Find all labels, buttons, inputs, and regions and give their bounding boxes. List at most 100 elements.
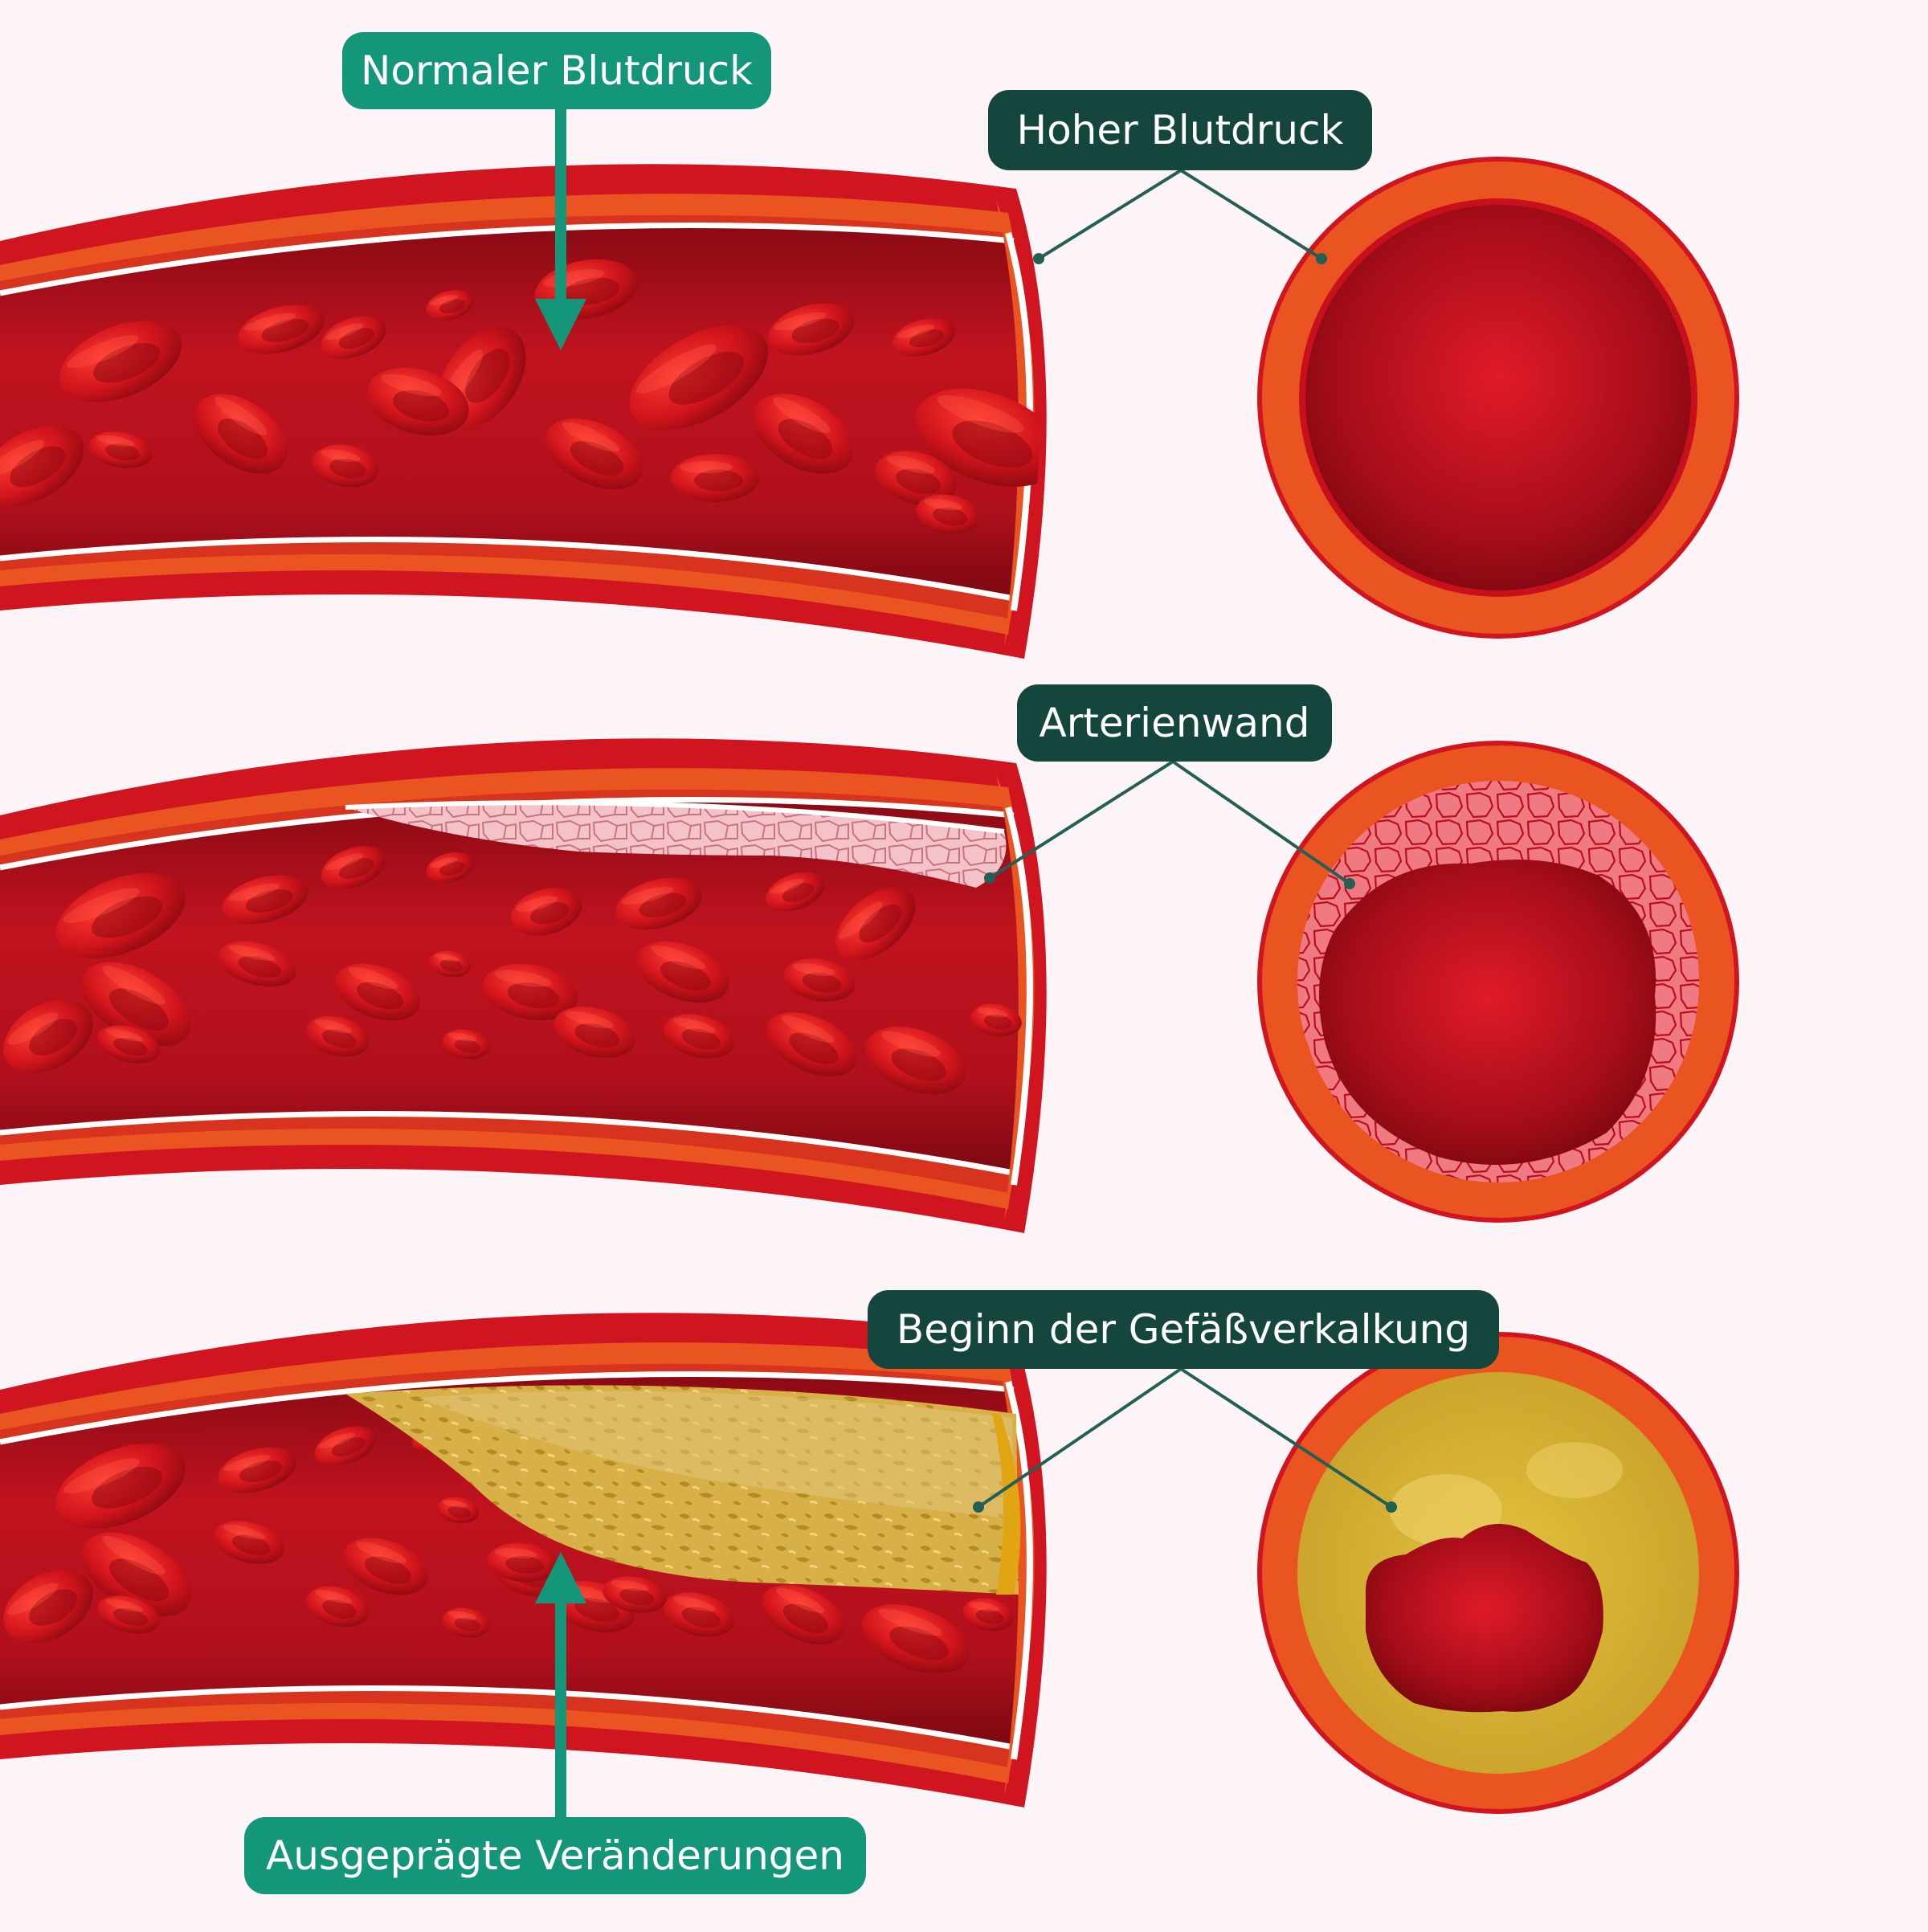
red-blood-cell [914, 388, 1040, 488]
red-blood-cell [442, 1607, 490, 1638]
red-blood-cell [970, 1003, 1022, 1037]
fat-deposit [345, 803, 1007, 888]
red-blood-cell [3, 1570, 93, 1644]
red-blood-cell [218, 1447, 296, 1493]
calcification-highlight [1526, 1442, 1623, 1498]
red-blood-cell [753, 394, 854, 474]
plaque-cut-face [992, 1414, 1021, 1595]
intima-top [0, 223, 1015, 296]
cross-section-3 [1257, 1332, 1739, 1814]
arrow-changes-head [535, 1552, 586, 1603]
arrow-normal-head [535, 299, 586, 350]
red-blood-cell [629, 325, 769, 431]
plaque-highlight [418, 1391, 1014, 1518]
label-high-pressure: Hoher Blutdruck [988, 90, 1372, 170]
red-blood-cell [366, 367, 469, 436]
red-blood-cell [487, 1542, 558, 1583]
vessel-3 [0, 1313, 1047, 1807]
red-blood-cell [545, 418, 644, 490]
label-artery-wall: Arterienwand [1017, 684, 1332, 762]
calcified-plaque [345, 1385, 1021, 1595]
red-blood-cell [214, 1521, 284, 1564]
vessel-1 [0, 164, 1047, 660]
red-blood-cell [222, 875, 308, 925]
red-blood-cell [766, 1012, 857, 1076]
red-blood-cell [766, 872, 825, 912]
red-blood-cell [875, 451, 957, 505]
connector-wall-left [988, 760, 1174, 880]
cross-section-1 [1257, 157, 1739, 639]
red-blood-cell [553, 1007, 635, 1058]
red-blood-cell [81, 1532, 192, 1617]
red-blood-cell [636, 941, 729, 1003]
red-blood-cell [81, 962, 192, 1047]
red-blood-cell [96, 1025, 161, 1064]
red-blood-cell [3, 999, 93, 1073]
connector-calc-right [1179, 1367, 1393, 1509]
red-blood-cell [218, 941, 296, 987]
red-blood-cell [321, 846, 386, 889]
red-blood-cell [426, 289, 474, 321]
connector-dot [1386, 1501, 1397, 1513]
narrowed-lumen [1319, 860, 1656, 1165]
red-blood-cell [865, 1026, 966, 1095]
connector-high-right [1179, 169, 1323, 260]
intima-bottom [0, 1685, 1015, 1750]
red-blood-cell [768, 303, 855, 356]
vessel-cut-edge [1005, 231, 1033, 611]
intima-top [0, 1371, 1015, 1445]
red-blood-cell [664, 1592, 734, 1637]
cross-sections [1257, 157, 1739, 1814]
red-blood-cell [59, 321, 182, 402]
red-blood-cell [962, 1598, 1014, 1632]
red-blood-cell [437, 1497, 479, 1524]
red-blood-cell [892, 318, 956, 357]
fat-deposit-edge [345, 800, 1005, 834]
blood-cells-1 [0, 259, 1040, 534]
connector-dot [1316, 253, 1327, 264]
label-pronounced-changes: Ausgeprägte Veränderungen [244, 1817, 866, 1894]
connector-dot [984, 872, 995, 884]
red-blood-cell [664, 1014, 734, 1059]
red-blood-cell [671, 454, 759, 502]
red-blood-cell [321, 316, 386, 359]
red-blood-cell [861, 1604, 970, 1673]
vessel-cut-edge [1005, 806, 1033, 1186]
vessel-cut-edge [1005, 1380, 1033, 1760]
red-blood-cell [312, 444, 379, 488]
red-blood-cell [305, 1586, 370, 1628]
red-blood-cell [194, 394, 288, 474]
red-blood-cell [783, 958, 856, 1002]
narrowed-lumen [1366, 1524, 1603, 1713]
red-blood-cell [835, 887, 916, 961]
label-calcification-onset: Beginn der Gefäßverkalkung [868, 1290, 1499, 1369]
red-blood-cell [442, 1029, 490, 1060]
connector-calc-left [977, 1367, 1183, 1509]
red-blood-cell [335, 963, 420, 1021]
longitudinal-vessels [0, 164, 1047, 1807]
connector-dot [973, 1501, 984, 1513]
lumen-blood [1305, 205, 1691, 590]
intima-bottom [0, 537, 1015, 602]
red-blood-cell [55, 1443, 186, 1530]
red-blood-cell [429, 950, 471, 978]
red-blood-cell [482, 963, 578, 1021]
red-blood-cell [343, 1538, 428, 1595]
connector-wall-right [1171, 760, 1351, 885]
red-blood-cell [426, 852, 474, 884]
red-blood-cell [96, 1595, 161, 1634]
red-blood-cell [762, 1584, 845, 1645]
label-connectors [535, 108, 1397, 1817]
red-blood-cell [238, 304, 325, 354]
label-normal-pressure: Normaler Blutdruck [342, 32, 771, 109]
connector-dot [1033, 253, 1044, 264]
red-blood-cell [314, 1426, 377, 1466]
cross-section-2 [1257, 741, 1739, 1223]
red-blood-cell [510, 888, 582, 936]
red-blood-cell [602, 1576, 667, 1613]
red-blood-cell [88, 431, 153, 468]
intima-bottom [0, 1111, 1015, 1176]
red-blood-cell [55, 872, 186, 959]
